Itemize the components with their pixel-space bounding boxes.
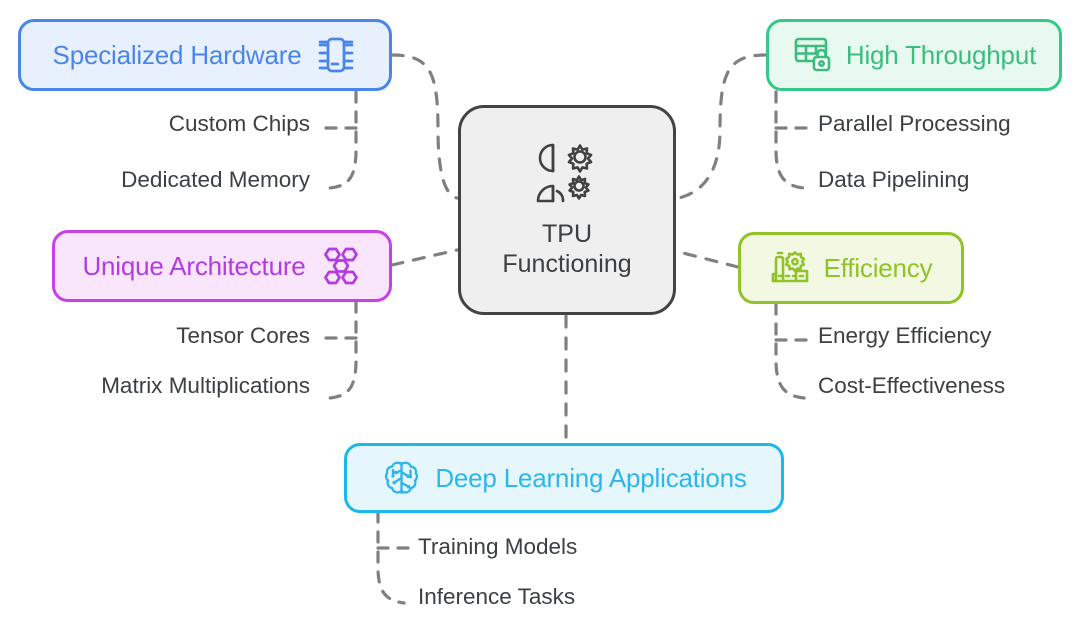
node-specialized-hardware[interactable]: Specialized Hardware [18, 19, 392, 91]
substem-high-throughput [774, 90, 806, 190]
sublabel-inference-tasks: Inference Tasks [418, 584, 576, 609]
substem-unique-architecture [328, 300, 358, 400]
node-efficiency[interactable]: Efficiency [738, 232, 964, 304]
sublabel-dedicated-memory: Dedicated Memory [121, 167, 310, 192]
chip-icon [315, 32, 357, 78]
center-node-title-line2: Functioning [502, 249, 632, 278]
node-high-throughput[interactable]: High Throughput [766, 19, 1062, 91]
table-lock-icon [792, 32, 834, 78]
node-deep-learning-applications[interactable]: Deep Learning Applications [344, 443, 784, 513]
sublabel-matrix-multiplications: Matrix Multiplications [101, 373, 310, 398]
sublabel-cost-effectiveness: Cost-Effectiveness [818, 373, 1006, 398]
sublabel-tensor-cores: Tensor Cores [176, 323, 310, 348]
substem-specialized-hardware [328, 90, 358, 190]
substem-deep-learning [376, 510, 406, 605]
center-node-title-line1: TPU [542, 220, 592, 248]
node-unique-architecture[interactable]: Unique Architecture [52, 230, 392, 302]
factory-gear-icon [770, 245, 812, 291]
sublabel-custom-chips: Custom Chips [168, 111, 310, 136]
sublabel-parallel-processing: Parallel Processing [818, 111, 1011, 136]
node-label-deep-learning-applications: Deep Learning Applications [435, 463, 747, 493]
brain-circuit-icon [381, 456, 423, 500]
link-efficiency [677, 250, 740, 269]
node-label-efficiency: Efficiency [823, 253, 933, 283]
person-gears-icon [530, 141, 604, 212]
substem-efficiency [774, 302, 806, 400]
sublabel-training-models: Training Models [418, 534, 578, 559]
node-label-specialized-hardware: Specialized Hardware [52, 40, 302, 70]
sublabel-energy-efficiency: Energy Efficiency [818, 323, 992, 348]
link-specialized-hardware [390, 53, 459, 200]
honeycomb-molecule-icon [320, 243, 362, 289]
node-label-high-throughput: High Throughput [845, 40, 1037, 70]
sublabel-data-pipelining: Data Pipelining [818, 167, 970, 192]
center-node[interactable]: TPU Functioning [458, 105, 676, 315]
node-label-unique-architecture: Unique Architecture [82, 251, 306, 281]
center-node-title: TPU Functioning [502, 220, 631, 279]
link-unique-architecture [390, 248, 459, 267]
link-high-throughput [677, 53, 768, 200]
